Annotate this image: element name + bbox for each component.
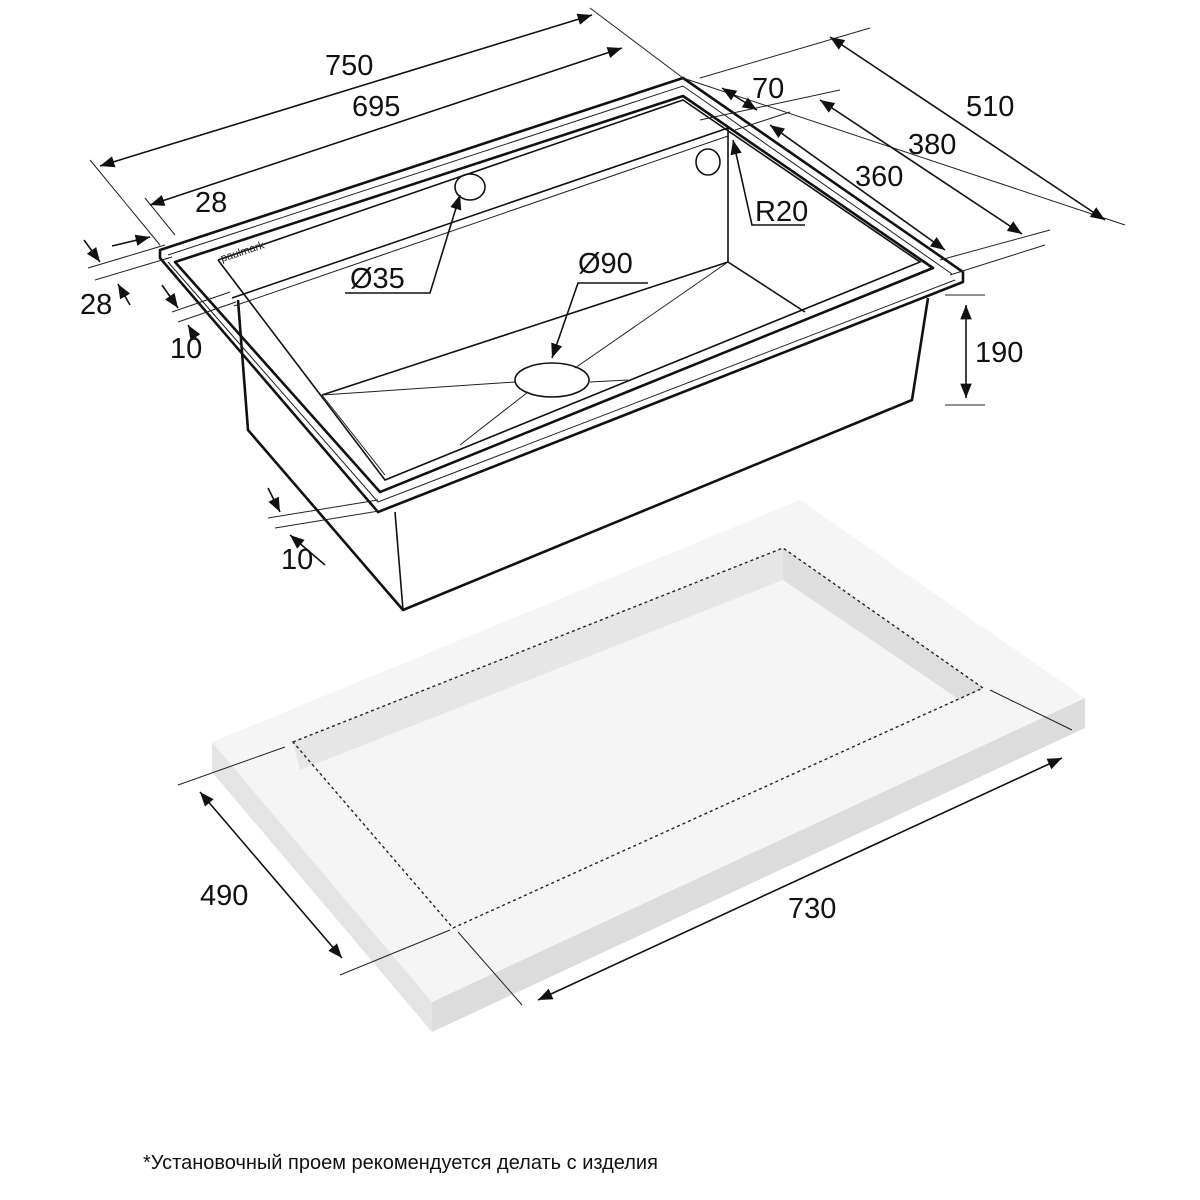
dim-360: 360 [855, 161, 903, 193]
cutout-depth-label: 490 [200, 880, 248, 912]
footnote: *Установочный проем рекомендуется делать… [143, 1152, 658, 1174]
dim-380: 380 [908, 129, 956, 161]
dim-d90: Ø90 [578, 248, 633, 280]
dim-190: 190 [975, 337, 1023, 369]
drain-hole [514, 362, 590, 398]
dim-10-side: 10 [170, 333, 202, 365]
cutout-dimension-lines [177, 689, 1073, 1006]
dim-10-front: 10 [281, 544, 313, 576]
countertop-slab [212, 500, 1085, 1032]
sink-dimension-lines [83, 7, 1126, 566]
dim-510: 510 [966, 91, 1014, 123]
dim-695: 695 [352, 91, 400, 123]
brand-logo: paulmark [219, 239, 266, 265]
dim-d35: Ø35 [350, 263, 405, 295]
dim-28-side: 28 [80, 289, 112, 321]
dim-28-top: 28 [195, 187, 227, 219]
cutout-outline [291, 547, 985, 929]
dim-750: 750 [325, 50, 373, 82]
cutout-length-label: 730 [788, 893, 836, 925]
dim-70: 70 [752, 73, 784, 105]
dim-r20: R20 [755, 196, 808, 228]
overflow-hole [695, 148, 721, 176]
